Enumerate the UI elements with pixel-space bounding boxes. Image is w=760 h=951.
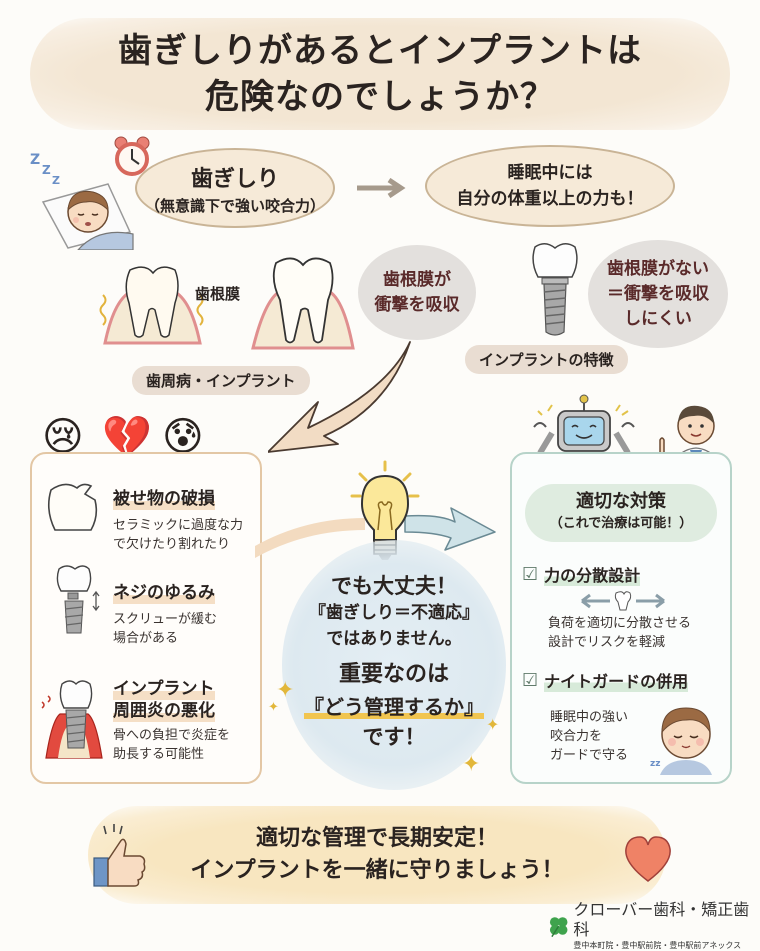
solution-force-desc1: 負荷を適切に分散させる (548, 616, 692, 631)
risk-screw-desc2: 場合がある (113, 631, 179, 646)
thumbs-up-icon (92, 822, 148, 896)
svg-text:Z: Z (52, 174, 60, 186)
clinic-logo: クローバー歯科・矯正歯科 豊中本町院・豊中駅前院・豊中駅前アネックス (548, 900, 760, 951)
risk-crown-desc1: セラミックに過度な力 (113, 518, 244, 533)
solution-force-desc2: 設計でリスクを軽減 (548, 635, 666, 650)
center-line3: ではありません。 (326, 629, 462, 649)
center-line2: 『歯ぎしり＝不適応』 (309, 603, 479, 623)
center-line4: 重要なのは (338, 662, 449, 687)
center-message-bg (282, 540, 506, 790)
loose-screw-implant-icon (55, 565, 103, 641)
solution-nightguard-title: ナイトガードの併用 (544, 668, 689, 692)
peri-implantitis-icon (38, 680, 108, 764)
alarm-clock-icon (112, 135, 152, 181)
healthy-tooth-icon (248, 255, 358, 354)
solution-item-force-distribution: ☑ 力の分散設計 (522, 562, 641, 586)
sleep-force-line2: 自分の体重以上の力も！ (456, 189, 644, 209)
footer-line1: 適切な管理で長期安定！ (255, 826, 498, 851)
periodontal-tooth-icon (95, 265, 210, 349)
center-line1: でも大丈夫！ (331, 574, 457, 598)
sleep-force-bubble: 睡眠中には 自分の体重以上の力も！ (425, 145, 675, 227)
no-pdl-bubble: 歯根膜がない ＝衝撃を吸収 しにくい (588, 240, 728, 348)
solutions-header: 適切な対策 （これで治療は可能！） (525, 484, 717, 542)
clover-icon (549, 916, 568, 937)
clinic-branches: 豊中本町院・豊中駅前院・豊中駅前アネックス (573, 941, 742, 950)
no-pdl-line1: 歯根膜がない (607, 258, 709, 279)
implant-icon (530, 242, 580, 344)
heart-icon (622, 835, 674, 887)
pdl-absorbs-line1: 歯根膜が (383, 269, 451, 290)
risk-screw-title: ネジのゆるみ (113, 582, 215, 604)
page-title-line1: 歯ぎしりがあるとインプラントは (118, 31, 642, 71)
sparkle-icon-small: ✦ (268, 700, 279, 715)
sparkle-icon-bottom: ✦ (462, 752, 481, 777)
svg-text:Z: Z (30, 152, 40, 168)
solution-nightguard-desc: 睡眠中の強い 咬合力を ガードで守る (550, 708, 628, 765)
center-line5: 『どう管理するか』 (304, 695, 484, 719)
pdl-absorbs-line2: 衝撃を吸収 (374, 294, 460, 315)
solutions-subtitle: （これで治療は可能！） (549, 516, 693, 531)
sparkle-icon: ✦ (276, 678, 295, 703)
sparkle-icon-right: ✦ (486, 715, 500, 734)
center-line6: です！ (362, 725, 426, 749)
solution-item-nightguard: ☑ ナイトガードの併用 (522, 668, 689, 692)
pdl-absorbs-bubble: 歯根膜が 衝撃を吸収 (358, 245, 476, 340)
risk-periimplantitis-desc2: 助長する可能性 (113, 747, 205, 762)
curved-down-arrow-icon (267, 340, 418, 464)
risk-screw-desc1: スクリューが緩む (113, 612, 218, 627)
risk-crown-title: 被せ物の破損 (113, 488, 215, 510)
center-message: でも大丈夫！ 『歯ぎしり＝不適応』 ではありません。 重要なのは 『どう管理する… (282, 572, 506, 752)
footer-line2: インプラントを一緒に守りましょう！ (190, 858, 564, 883)
solution-nightguard-desc3: ガードで守る (550, 748, 629, 763)
solution-force-title: 力の分散設計 (544, 562, 641, 586)
risk-crown-desc2: で欠けたり割れたり (113, 537, 231, 552)
title-banner: 歯ぎしりがあるとインプラントは 危険なのでしょうか？ (30, 18, 730, 130)
checkbox-checked-icon: ☑ (522, 669, 539, 691)
solution-nightguard-desc2: 咬合力を (550, 729, 603, 744)
solutions-title: 適切な対策 (576, 491, 666, 512)
sleep-force-line1: 睡眠中には (507, 163, 593, 183)
swoosh-arrow-icon (255, 488, 505, 562)
checkbox-checked-icon: ☑ (522, 563, 539, 585)
broken-crown-icon (45, 480, 103, 536)
footer-banner: 適切な管理で長期安定！ インプラントを一緒に守りましょう！ (88, 806, 666, 904)
solution-force-desc: 負荷を適切に分散させる 設計でリスクを軽減 (548, 614, 691, 652)
force-spread-arrows-icon (578, 590, 668, 616)
sleeping-boy-icon: zz (650, 700, 720, 779)
risk-periimplantitis-title2: 周囲炎の悪化 (113, 700, 215, 722)
implant-caption: インプラントの特徴 (465, 345, 628, 374)
right-arrow-icon (355, 177, 407, 202)
natural-caption: 歯周病・インプラント (132, 366, 310, 395)
svg-text:Z: Z (42, 163, 51, 177)
no-pdl-line2: ＝衝撃を吸収 (607, 283, 709, 304)
risk-periimplantitis-desc1: 骨への負担で炎症を (113, 728, 231, 743)
bruxism-subtitle: （無意識下で強い咬合力） (144, 196, 325, 215)
risk-item-screw: ネジのゆるみ スクリューが緩む 場合がある (113, 582, 217, 648)
no-pdl-line3: しにくい (624, 308, 692, 329)
risk-item-crown: 被せ物の破損 セラミックに過度な力 で欠けたり割れたり (113, 488, 243, 554)
bruxism-bubble: 歯ぎしり （無意識下で強い咬合力） (135, 148, 335, 228)
sleeping-person-icon (38, 172, 138, 254)
page-title-line2: 危険なのでしょうか？ (205, 77, 555, 117)
risk-item-periimplantitis: インプラント 周囲炎の悪化 骨への負担で炎症を 助長する可能性 (113, 678, 230, 764)
clinic-name: クローバー歯科・矯正歯科 (573, 900, 750, 939)
svg-text:zz: zz (650, 759, 660, 769)
solution-nightguard-desc1: 睡眠中の強い (550, 710, 629, 725)
risk-periimplantitis-title1: インプラント (113, 678, 215, 700)
pdl-label: 歯根膜 (195, 285, 241, 303)
bruxism-title: 歯ぎしり (190, 166, 279, 192)
